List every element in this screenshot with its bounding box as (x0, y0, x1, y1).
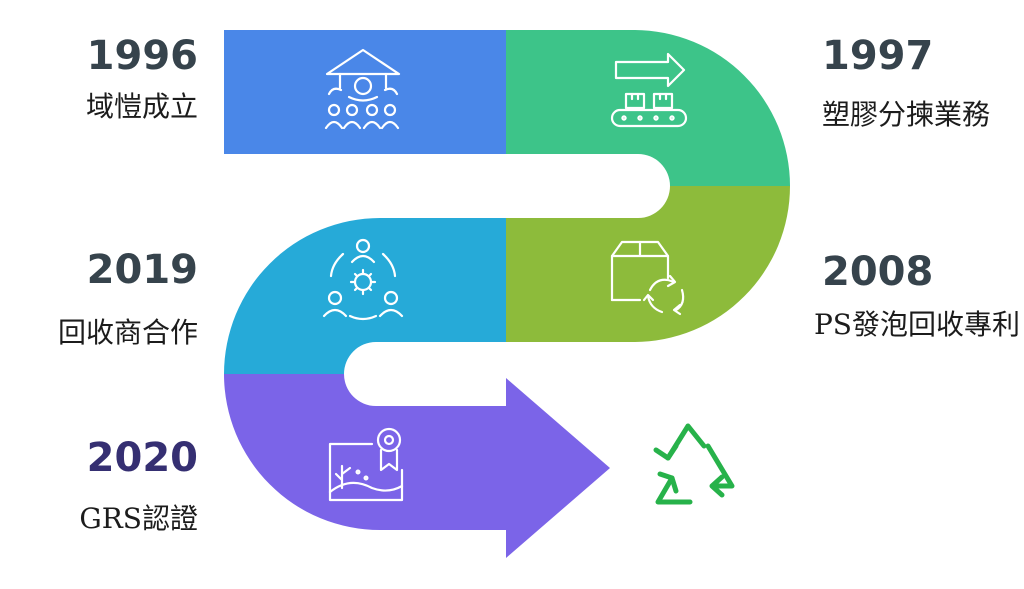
milestone-2019-year: 2019 (86, 247, 198, 293)
milestone-2020-label: GRS認證 (79, 502, 198, 535)
milestone-2020-year: 2020 (86, 435, 198, 481)
team-leadership-icon (324, 48, 401, 130)
milestone-2019-label: 回收商合作 (57, 316, 198, 349)
box-recycle-icon (610, 240, 685, 316)
milestone-1996-label: 域愷成立 (85, 90, 198, 123)
certificate-award-icon (328, 427, 404, 502)
segment-2008 (506, 186, 790, 342)
segment-2019 (224, 218, 506, 374)
milestone-1997-label: 塑膠分揀業務 (822, 98, 991, 131)
collaboration-network-icon (322, 238, 404, 321)
milestone-2008-label: PS發泡回收專利 (813, 308, 1020, 341)
segment-1996 (224, 30, 506, 154)
segment-2020-arrow (224, 374, 610, 558)
recycle-icon (653, 423, 735, 505)
milestone-1996-year: 1996 (86, 33, 198, 79)
milestone-2008-year: 2008 (822, 249, 934, 295)
conveyor-sorting-icon (610, 52, 688, 128)
milestone-1997-year: 1997 (822, 33, 934, 79)
segment-1997 (506, 30, 790, 186)
